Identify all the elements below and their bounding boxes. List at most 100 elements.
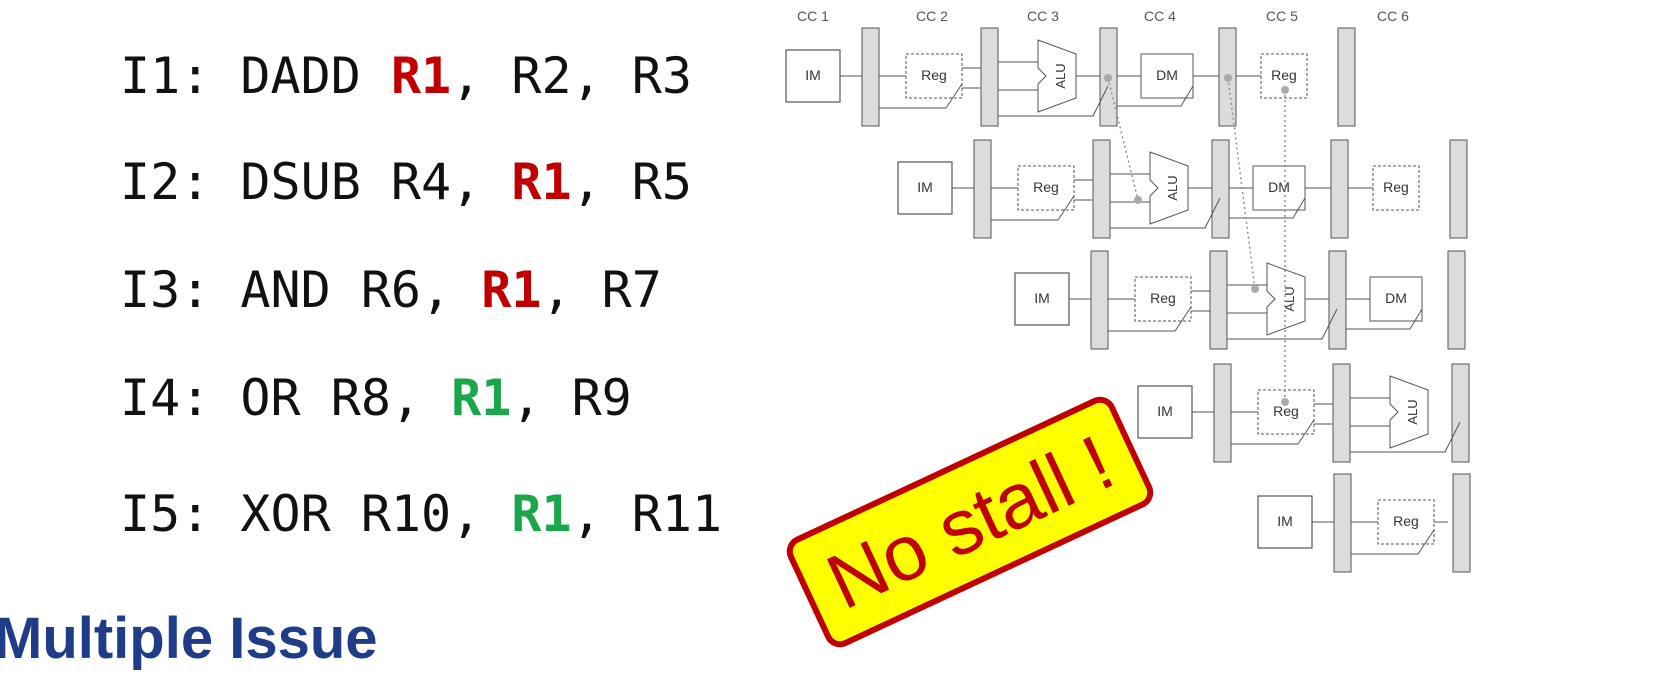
wire xyxy=(879,83,963,109)
pipeline-latch xyxy=(1451,363,1470,463)
im-box xyxy=(785,49,841,103)
im-box xyxy=(897,161,953,215)
clock-cycle-label: CC 2 xyxy=(916,8,948,24)
wire xyxy=(1117,85,1194,107)
clock-cycle-label: CC 1 xyxy=(797,8,829,24)
instruction-i4: I4: OR R8, R1, R9 xyxy=(120,368,632,428)
im-box xyxy=(1014,272,1070,326)
im-label: IM xyxy=(1277,513,1293,529)
pipeline-row: IM Reg ALU DM Reg xyxy=(785,27,1356,127)
pipeline-latch xyxy=(1330,139,1349,239)
dm-label: DM xyxy=(1268,179,1290,195)
forward-node xyxy=(1281,86,1289,94)
register-r1-highlight: R1 xyxy=(511,485,572,543)
alu-label: ALU xyxy=(1053,63,1068,88)
reg-label: Reg xyxy=(1271,67,1297,83)
im-label: IM xyxy=(917,179,933,195)
register-r1-highlight: R1 xyxy=(511,153,572,211)
clock-cycle-label: CC 5 xyxy=(1266,8,1298,24)
register-r1-highlight: R1 xyxy=(390,47,452,105)
instruction-prefix: I5: XOR R10, xyxy=(120,485,512,543)
pipeline-latch xyxy=(1452,473,1471,573)
section-heading: Multiple Issue xyxy=(0,606,378,671)
alu-label: ALU xyxy=(1165,175,1180,200)
reg-label: Reg xyxy=(1150,290,1176,306)
wire xyxy=(1229,197,1306,219)
instruction-suffix: , R7 xyxy=(541,261,662,319)
reg-read-box xyxy=(1257,389,1315,435)
reg-read-box xyxy=(1017,165,1075,211)
pipeline-latch xyxy=(973,139,992,239)
reg-label: Reg xyxy=(1383,179,1409,195)
instruction-list: I1: DADD R1, R2, R3 I2: DSUB R4, R1, R5 … xyxy=(120,0,780,661)
alu-label: ALU xyxy=(1405,399,1420,424)
pipeline-latch xyxy=(1328,250,1347,350)
reg-read-box xyxy=(1134,276,1192,322)
reg-label: Reg xyxy=(921,67,947,83)
forward-node xyxy=(1251,285,1259,293)
im-box xyxy=(1257,495,1313,549)
clock-cycle-label: CC 6 xyxy=(1377,8,1409,24)
alu-shape xyxy=(1266,262,1306,336)
forward-path-dm-to-i3 xyxy=(1227,77,1256,290)
forward-node xyxy=(1281,398,1289,406)
forward-node xyxy=(1134,196,1142,204)
dm-label: DM xyxy=(1385,290,1407,306)
im-box xyxy=(1137,385,1193,439)
wire xyxy=(998,85,1109,117)
instruction-i3: I3: AND R6, R1, R7 xyxy=(120,260,662,320)
pipeline-latch xyxy=(1213,363,1232,463)
wire xyxy=(991,195,1075,221)
instruction-suffix: , R9 xyxy=(511,369,632,427)
forward-path-alu-to-i2 xyxy=(1107,77,1139,201)
wire xyxy=(1350,421,1461,453)
pipeline-row: IM Reg ALU xyxy=(1137,363,1470,463)
clock-cycle-label: CC 3 xyxy=(1027,8,1059,24)
alu-shape xyxy=(1037,39,1077,113)
pipeline-latch xyxy=(1332,363,1351,463)
instruction-prefix: I4: OR R8, xyxy=(120,369,452,427)
instruction-prefix: I3: AND R6, xyxy=(120,261,482,319)
reg-label: Reg xyxy=(1033,179,1059,195)
pipeline-row: IM Reg xyxy=(1257,473,1471,573)
reg-label: Reg xyxy=(1273,403,1299,419)
im-label: IM xyxy=(1157,403,1173,419)
reg-read-box xyxy=(1377,499,1435,545)
wire xyxy=(1351,529,1435,555)
instruction-i5: I5: XOR R10, R1, R11 xyxy=(120,484,722,544)
alu-shape xyxy=(1389,375,1429,449)
dm-box xyxy=(1252,165,1306,211)
instruction-i2: I2: DSUB R4, R1, R5 xyxy=(120,152,692,212)
dm-box xyxy=(1140,53,1194,99)
wire xyxy=(1346,308,1423,330)
forward-node xyxy=(1104,74,1112,82)
pipeline-latch xyxy=(1337,27,1356,127)
instruction-prefix: I1: DADD xyxy=(120,47,391,105)
pipeline-latch xyxy=(1209,250,1228,350)
pipeline-row: IM Reg ALU DM xyxy=(1014,250,1466,350)
reg-read-box xyxy=(905,53,963,99)
forward-node xyxy=(1224,74,1232,82)
instruction-suffix: , R11 xyxy=(571,485,723,543)
register-r1-highlight: R1 xyxy=(451,369,512,427)
pipeline-latch xyxy=(1092,139,1111,239)
im-label: IM xyxy=(805,67,821,83)
wire xyxy=(1227,308,1338,340)
reg-label: Reg xyxy=(1393,513,1419,529)
register-r1-highlight: R1 xyxy=(481,261,542,319)
wire xyxy=(1108,306,1192,332)
alu-label: ALU xyxy=(1282,286,1297,311)
instruction-prefix: I2: DSUB R4, xyxy=(120,153,512,211)
clock-cycle-label: CC 4 xyxy=(1144,8,1176,24)
dm-label: DM xyxy=(1156,67,1178,83)
pipeline-latch xyxy=(861,27,880,127)
reg-write-box xyxy=(1372,165,1420,211)
instruction-i1: I1: DADD R1, R2, R3 xyxy=(120,46,692,106)
im-label: IM xyxy=(1034,290,1050,306)
instruction-suffix: , R5 xyxy=(571,153,692,211)
pipeline-latch xyxy=(980,27,999,127)
wire xyxy=(1110,197,1221,229)
alu-shape xyxy=(1149,151,1189,225)
pipeline-latch xyxy=(1090,250,1109,350)
